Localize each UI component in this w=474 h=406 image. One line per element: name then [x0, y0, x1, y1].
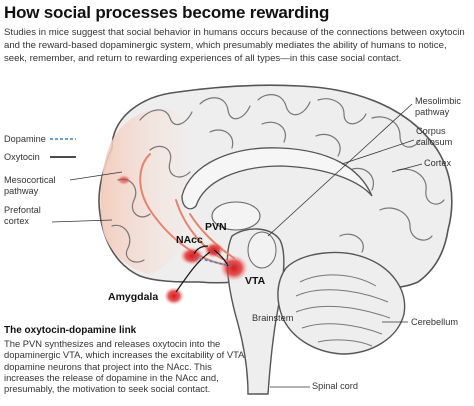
vta-region	[220, 255, 248, 281]
prefrontal-region	[100, 108, 186, 274]
corpus-callosum	[181, 147, 373, 210]
nacc-region	[180, 247, 204, 265]
label-cortex: Cortex	[424, 158, 452, 168]
pfc-dot	[117, 175, 131, 185]
label-corpus-2: callosum	[416, 137, 453, 147]
label-amygdala: Amygdala	[108, 291, 159, 303]
label-mesocortical-2: pathway	[4, 186, 39, 196]
amygdala-region	[164, 287, 184, 305]
label-vta: VTA	[245, 275, 266, 287]
label-corpus-1: Corpus	[416, 126, 446, 136]
caption-block: The oxytocin-dopamine link The PVN synth…	[4, 325, 254, 394]
label-spinal-cord: Spinal cord	[312, 381, 358, 391]
label-pvn: PVN	[205, 221, 227, 233]
label-nacc: NAcc	[176, 234, 203, 246]
figure-intro: Studies in mice suggest that social beha…	[4, 27, 465, 64]
cerebellum-folia	[295, 274, 391, 347]
label-mesolimbic-1: Mesolimbic	[415, 96, 461, 106]
label-cerebellum: Cerebellum	[411, 317, 458, 327]
caption-title: The oxytocin-dopamine link	[4, 325, 137, 336]
caption-body: The PVN synthesizes and releases oxytoci…	[4, 338, 244, 395]
figure-title: How social processes become rewarding	[4, 3, 330, 22]
label-mesolimbic-2: pathway	[415, 107, 450, 117]
oxytocin-arrows	[175, 245, 229, 293]
label-mesocortical-1: Mesocortical	[4, 175, 56, 185]
legend-dopamine: Dopamine	[4, 134, 46, 144]
label-brainstem: Brainstem	[252, 313, 294, 323]
label-prefrontal-1: Prefontal	[4, 205, 41, 215]
label-prefrontal-2: cortex	[4, 216, 30, 226]
dopamine-arrow	[195, 257, 233, 267]
leader-lines	[51, 103, 423, 388]
legend-oxytocin: Oxytocin	[4, 152, 40, 162]
gyri	[111, 94, 445, 263]
